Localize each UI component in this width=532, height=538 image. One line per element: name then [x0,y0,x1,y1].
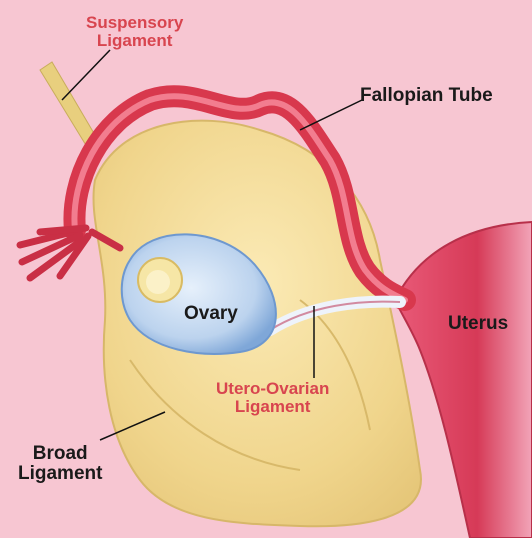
label-line: Ligament [216,398,329,416]
label-uterus: Uterus [448,314,508,334]
leader-suspensory [62,50,110,100]
ovarian-follicle-inner [146,270,170,294]
label-line: Ligament [18,464,102,484]
label-suspensory-ligament: Suspensory Ligament [86,14,183,50]
label-broad-ligament: Broad Ligament [18,444,102,484]
label-ovary: Ovary [184,304,238,324]
label-line: Utero-Ovarian [216,380,329,398]
label-utero-ovarian-ligament: Utero-Ovarian Ligament [216,380,329,416]
label-fallopian-tube: Fallopian Tube [360,86,493,106]
label-line: Broad [18,444,102,464]
label-line: Suspensory [86,14,183,32]
label-line: Ligament [86,32,183,50]
